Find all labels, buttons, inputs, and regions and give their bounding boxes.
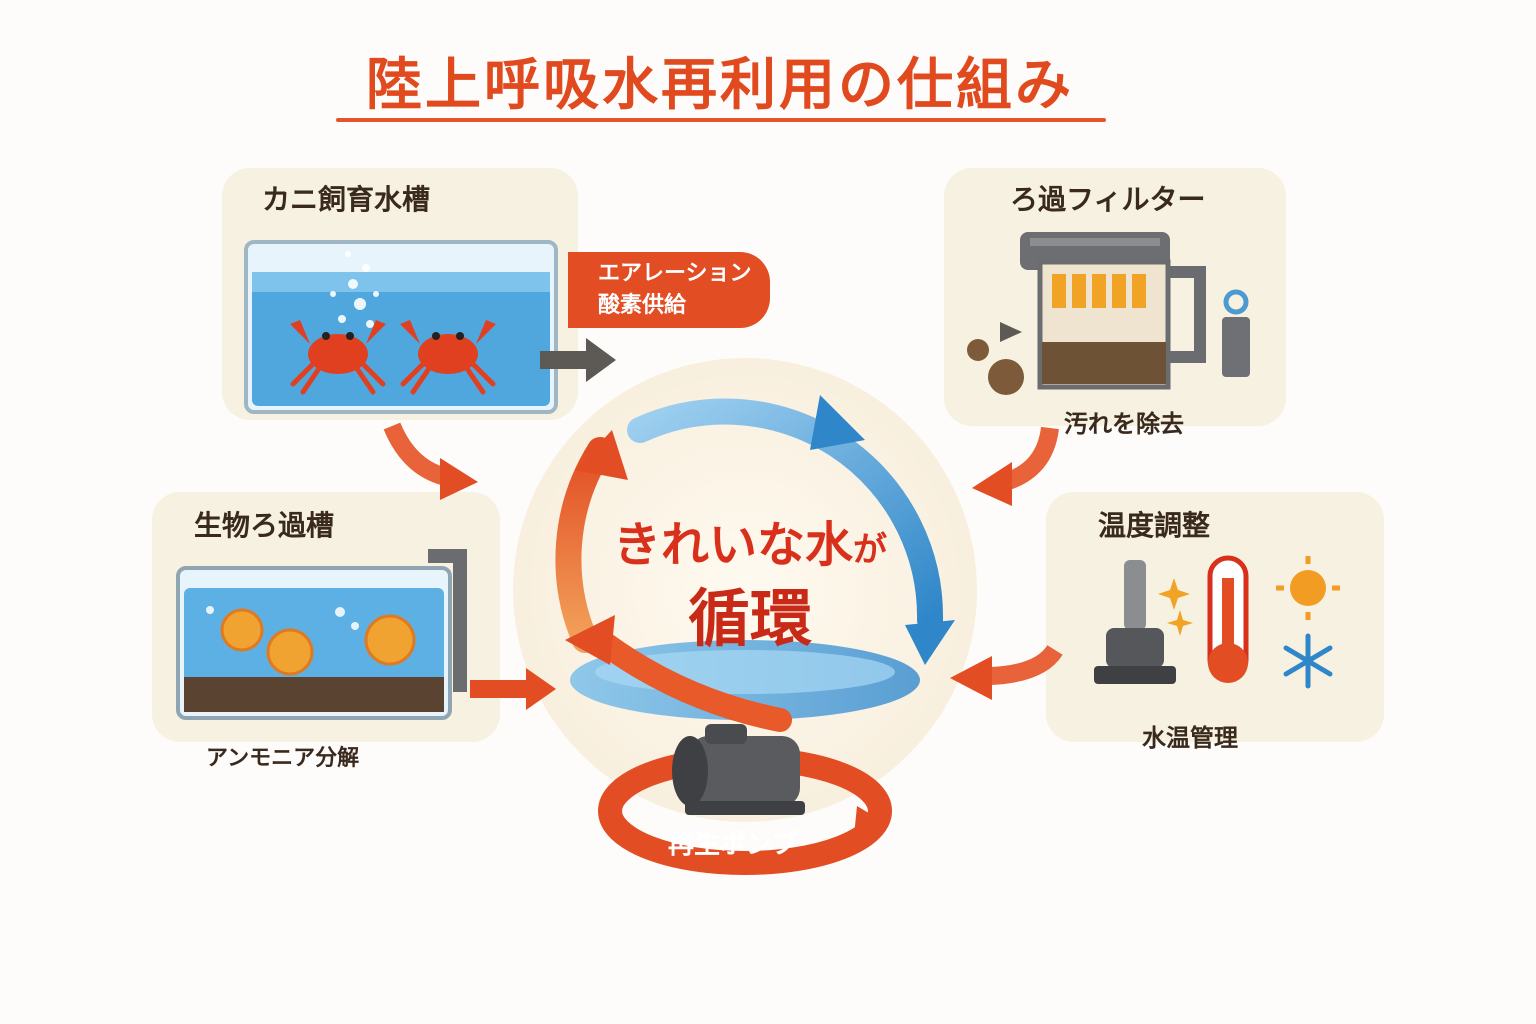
sun-icon bbox=[1276, 556, 1340, 620]
temperature-caption: 水温管理 bbox=[1142, 724, 1238, 752]
pump-illustration bbox=[598, 724, 892, 875]
flow-arrowhead-blue-top bbox=[810, 395, 865, 450]
heater-icon bbox=[1094, 560, 1176, 684]
bubble-icon bbox=[330, 251, 379, 328]
filter-icon bbox=[967, 232, 1250, 395]
crab-icon bbox=[400, 320, 496, 395]
dirt-icon bbox=[967, 339, 1024, 395]
arrow-filter-to-center bbox=[1002, 426, 1059, 491]
temperature-illustration bbox=[1094, 555, 1340, 689]
flow-arrowhead-red-bottom bbox=[565, 615, 615, 665]
bio-outflow-arrow-icon bbox=[470, 668, 556, 710]
center-subtitle: 循環 bbox=[687, 582, 812, 655]
pump-icon bbox=[672, 724, 805, 815]
bio-tank-illustration bbox=[176, 549, 467, 720]
flow-arc-blue bbox=[627, 398, 944, 633]
filter-label: ろ過フィルター bbox=[1010, 183, 1206, 216]
title-underline bbox=[336, 118, 1106, 122]
outflow-arrow-icon bbox=[540, 338, 616, 382]
filter-caption: 汚れを除去 bbox=[1064, 410, 1184, 438]
arrow-temp-to-center bbox=[989, 644, 1063, 685]
flow-arrowhead-red-top bbox=[575, 430, 628, 480]
bio-tank-caption: アンモニア分解 bbox=[206, 746, 360, 771]
bacteria-icon bbox=[220, 608, 416, 676]
crab-tank-label: カニ飼育水槽 bbox=[262, 183, 431, 216]
pump-label: 再生ポンプ bbox=[668, 830, 798, 860]
sparkle-icon bbox=[1158, 578, 1193, 636]
bio-tank-label: 生物ろ過槽 bbox=[194, 509, 335, 542]
thermometer-icon bbox=[1207, 555, 1249, 683]
flow-arrowhead-blue-bottom bbox=[905, 620, 955, 665]
aeration-tag-line2: 酸素供給 bbox=[598, 293, 687, 318]
page-title: 陸上呼吸水再利用の仕組み bbox=[366, 53, 1074, 118]
crab-icon bbox=[290, 320, 386, 395]
crab-tank-illustration bbox=[244, 240, 558, 414]
aeration-tag-line1: エアレーション bbox=[598, 261, 752, 286]
center-title: きれいな水が bbox=[605, 505, 895, 575]
center-line1: きれいな水 bbox=[612, 517, 853, 573]
snowflake-icon bbox=[1283, 633, 1333, 689]
flow-arc-red-bottom bbox=[588, 628, 792, 732]
aeration-tag: エアレーション 酸素供給 bbox=[568, 252, 770, 328]
temperature-label: 温度調整 bbox=[1098, 509, 1211, 542]
center-line1-suffix: が bbox=[853, 530, 887, 570]
